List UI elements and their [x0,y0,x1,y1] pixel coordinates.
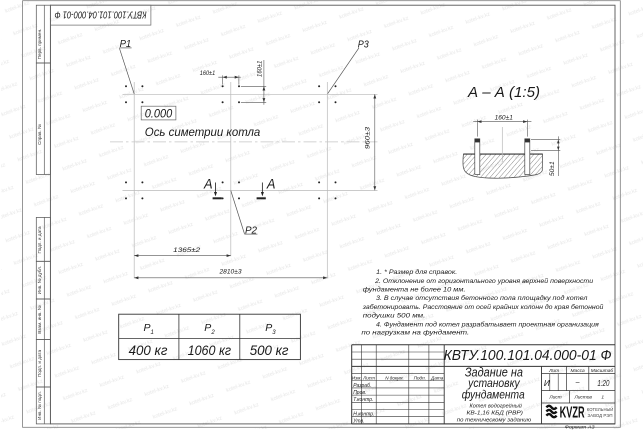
svg-text:2810±3: 2810±3 [218,270,242,276]
svg-text:КВТУ.100.101.04.000-01 Ф: КВТУ.100.101.04.000-01 Ф [55,9,147,20]
svg-text:подушки 500 мм.: подушки 500 мм. [363,311,426,319]
svg-text:Задание на: Задание на [465,364,523,379]
svg-text:P2: P2 [245,224,257,236]
svg-text:Н.контр.: Н.контр. [353,412,374,418]
svg-text:160±1: 160±1 [257,61,263,77]
svg-text:КВТУ.100.101.04.000-01 Ф: КВТУ.100.101.04.000-01 Ф [444,348,612,364]
svg-text:ЗАВОД РЭП: ЗАВОД РЭП [588,413,613,418]
svg-text:Лист: Лист [362,376,375,381]
svg-text:Инв. № подл.: Инв. № подл. [37,391,42,420]
svg-text:P1: P1 [144,322,154,336]
svg-text:Перв. примен.: Перв. примен. [37,29,42,60]
svg-text:по нагрузкам на фундамент.: по нагрузкам на фундамент. [361,329,469,337]
svg-text:Масса: Масса [571,368,586,374]
svg-text:фундамента: фундамента [462,389,525,402]
svg-text:KVZR: KVZR [560,404,585,421]
svg-text:Ось симетрии котла: Ось симетрии котла [145,127,260,139]
svg-text:400 кг: 400 кг [129,343,168,358]
svg-text:1: 1 [601,394,604,400]
svg-text:Взам. инв. №: Взам. инв. № [37,305,42,334]
svg-text:1:20: 1:20 [597,379,609,388]
svg-text:забетонировать. Расстояние от: забетонировать. Расстояние от осей крайн… [362,303,604,311]
svg-text:Разраб.: Разраб. [353,383,371,389]
svg-text:Подп. и дата: Подп. и дата [37,350,42,378]
svg-text:А: А [266,176,276,192]
svg-text:960±3: 960±3 [365,126,372,149]
svg-text:50±1: 50±1 [549,161,556,176]
svg-text:2. Отклонение от горизонтально: 2. Отклонение от горизонтального уровня … [374,277,594,285]
svg-text:P3: P3 [358,38,369,50]
svg-text:КВ-1,16 КБД (РВР): КВ-1,16 КБД (РВР) [467,410,524,416]
svg-text:Масштаб: Масштаб [591,368,614,374]
svg-text:Котел водогрейный: Котел водогрейный [470,403,522,410]
svg-text:А: А [203,176,213,192]
svg-text:Утв.: Утв. [353,419,364,425]
svg-text:Справ. №: Справ. № [37,124,42,145]
svg-text:Изм.: Изм. [352,376,362,381]
svg-text:160±1: 160±1 [495,114,513,121]
svg-text:Лит: Лит [548,368,559,374]
svg-text:Листов: Листов [573,394,592,400]
svg-text:И: И [544,378,550,388]
svg-text:фундамента не более 10 мм.: фундамента не более 10 мм. [363,285,466,293]
svg-text:по техническому заданию: по техническому заданию [457,417,532,423]
svg-text:500 кг: 500 кг [250,343,289,358]
svg-text:Инв. № дубл.: Инв. № дубл. [37,266,42,294]
svg-text:4. Фундамент под котел разраба: 4. Фундамент под котел разрабатывает про… [376,321,599,329]
svg-text:Лист: Лист [548,394,561,400]
svg-text:Формат А3: Формат А3 [565,425,595,430]
svg-text:3. В случае отсутствия бетонно: 3. В случае отсутствия бетонного пола пл… [376,294,588,302]
svg-text:Дата: Дата [430,376,444,381]
svg-text:Т.контр.: Т.контр. [353,397,373,403]
svg-text:КОТЕЛЬНЫЙ: КОТЕЛЬНЫЙ [587,407,614,412]
svg-text:1. * Размер для справок.: 1. * Размер для справок. [376,268,457,276]
svg-text:P3: P3 [265,322,276,336]
svg-text:Подп.: Подп. [414,376,426,381]
svg-text:0.000: 0.000 [145,107,173,121]
svg-text:N докум.: N докум. [385,376,404,381]
svg-text:P2: P2 [204,322,215,336]
svg-text:установку: установку [467,376,520,390]
svg-text:1060 кг: 1060 кг [188,343,232,358]
svg-text:1365±2: 1365±2 [173,248,201,254]
svg-text:P1: P1 [120,38,132,50]
svg-text:160±1: 160±1 [200,71,215,77]
svg-text:Пров.: Пров. [353,390,366,396]
svg-text:–: – [575,379,580,386]
svg-text:А – А (1:5): А – А (1:5) [467,85,540,101]
svg-text:Подп. и дата: Подп. и дата [37,226,42,254]
